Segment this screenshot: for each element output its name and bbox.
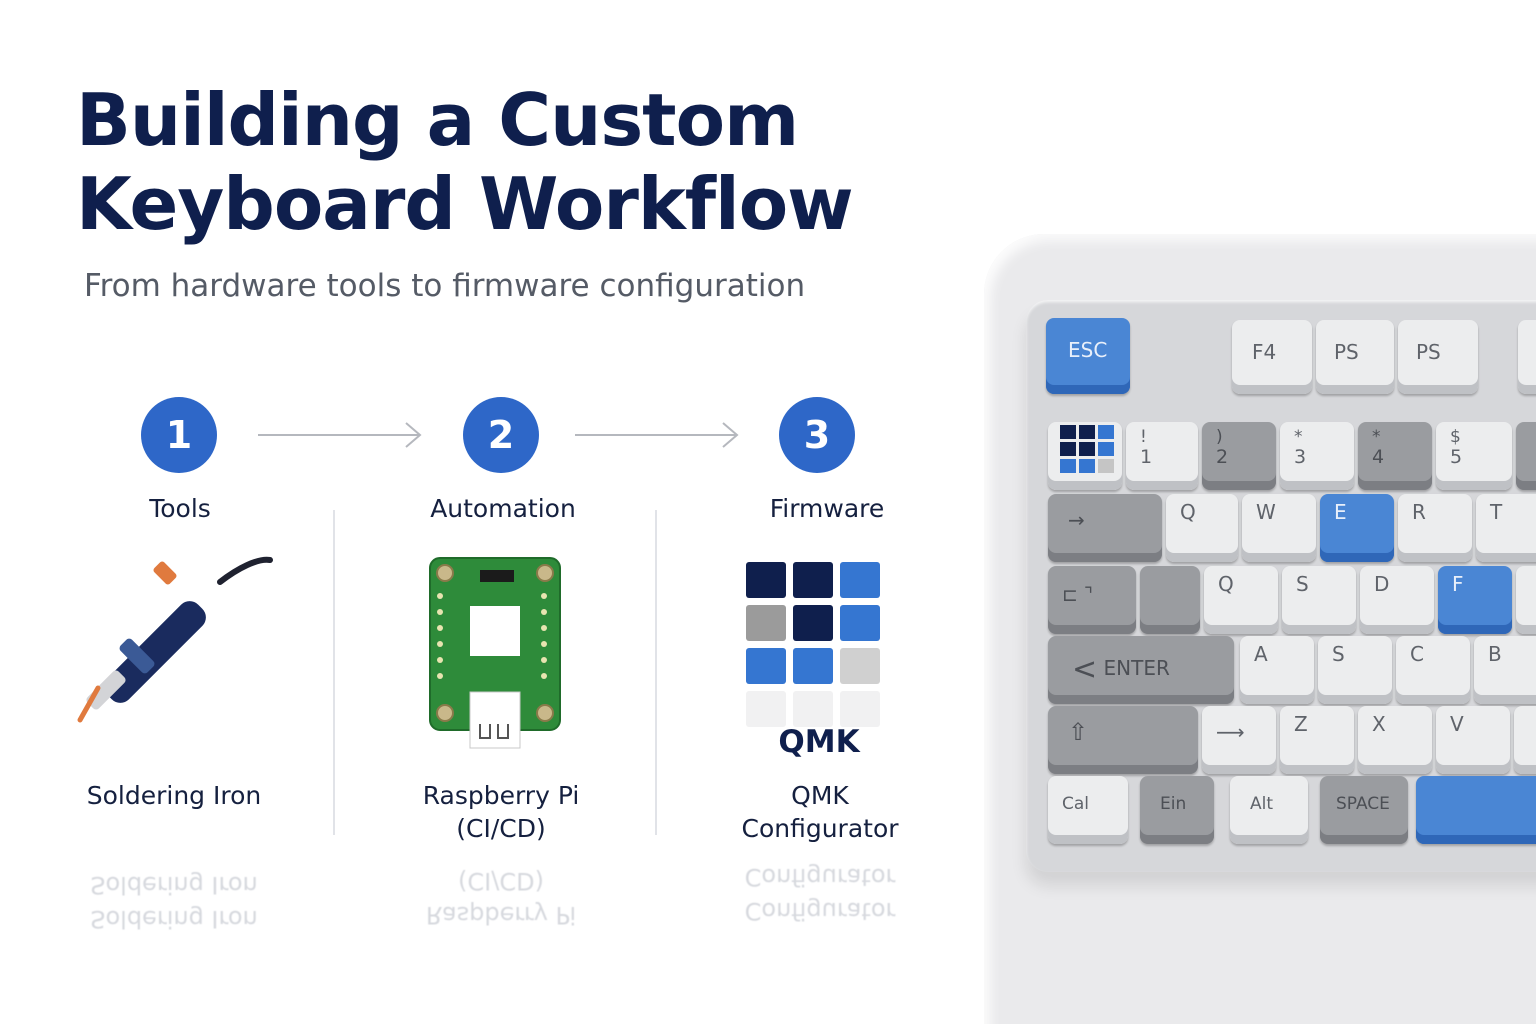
- key-s[interactable]: S: [1318, 636, 1392, 704]
- key-4[interactable]: * 4: [1358, 422, 1432, 490]
- key-r[interactable]: R: [1398, 494, 1472, 562]
- qmk-mini-icon: [1060, 425, 1114, 473]
- arrow-right-icon: ⟶: [1216, 720, 1245, 744]
- key-legend: 2: [1216, 446, 1229, 468]
- reflection-soldering-iron: Soldering Iron Soldering Iron: [44, 868, 304, 936]
- key-fn-extra[interactable]: [1518, 320, 1536, 394]
- reflection-line: Soldering Iron: [90, 905, 258, 933]
- key-shift-legend: *: [1372, 427, 1381, 447]
- key-w[interactable]: W: [1242, 494, 1316, 562]
- key-spacebar[interactable]: [1416, 776, 1536, 844]
- reflection-line: Configurator: [744, 897, 896, 925]
- key-ein[interactable]: Ein: [1140, 776, 1214, 844]
- key-s[interactable]: S: [1282, 566, 1356, 634]
- step-3-label: Firmware: [769, 494, 885, 523]
- key-legend: 5: [1450, 446, 1463, 468]
- item-label-line: QMK: [791, 781, 849, 810]
- key-tab[interactable]: →: [1048, 494, 1162, 562]
- key-d[interactable]: D: [1360, 566, 1434, 634]
- reflection-qmk-configurator: Configurator Configurator: [690, 860, 950, 928]
- key-6[interactable]: [1516, 422, 1536, 490]
- item-label-line: (CI/CD): [456, 814, 546, 843]
- step-2-label: Automation: [430, 494, 576, 523]
- key-q-alt[interactable]: Q: [1204, 566, 1278, 634]
- key-x[interactable]: X: [1358, 706, 1432, 774]
- page-title: Building a Custom Keyboard Workflow: [76, 78, 936, 246]
- key-5[interactable]: $ 5: [1436, 422, 1512, 490]
- item-label-line: Configurator: [741, 814, 899, 843]
- column-divider: [655, 510, 657, 835]
- key-arrow[interactable]: ⟶: [1202, 706, 1276, 774]
- title-line-1: Building a Custom: [76, 78, 799, 162]
- key-alt[interactable]: Alt: [1230, 776, 1308, 844]
- item-label-line: Soldering Iron: [86, 781, 262, 810]
- step-1-label: Tools: [149, 494, 211, 523]
- column-divider: [333, 510, 335, 835]
- key-shift-legend: *: [1294, 427, 1303, 447]
- key-q[interactable]: Q: [1166, 494, 1238, 562]
- step-3-badge: 3: [779, 397, 855, 473]
- key-e[interactable]: E: [1320, 494, 1394, 562]
- key-2[interactable]: ) 2: [1202, 422, 1276, 490]
- chevron-left-icon: <: [1072, 652, 1098, 687]
- key-enter[interactable]: < ENTER: [1048, 636, 1234, 704]
- key-caps[interactable]: ⊏ ⌝: [1048, 566, 1136, 634]
- reflection-line: Soldering Iron: [90, 871, 258, 899]
- title-line-2: Keyboard Workflow: [76, 162, 854, 246]
- reflection-line: (CI/CD): [458, 867, 544, 895]
- key-b2[interactable]: [1514, 706, 1536, 774]
- key-space[interactable]: SPACE: [1320, 776, 1408, 844]
- key-v[interactable]: V: [1436, 706, 1510, 774]
- item-label-qmk-configurator: QMK Configurator: [690, 779, 950, 845]
- item-label-soldering-iron: Soldering Iron: [44, 779, 304, 812]
- key-3[interactable]: * 3: [1280, 422, 1354, 490]
- key-a[interactable]: A: [1240, 636, 1314, 704]
- arrow-right-icon: [575, 422, 739, 448]
- key-t[interactable]: T: [1476, 494, 1536, 562]
- key-f4[interactable]: F4: [1232, 320, 1312, 394]
- key-legend: 3: [1294, 446, 1307, 468]
- key-cal[interactable]: Cal: [1048, 776, 1128, 844]
- key-shift-legend: !: [1140, 427, 1147, 447]
- key-ps[interactable]: PS: [1398, 320, 1478, 394]
- reflection-line: Configurator: [744, 863, 896, 891]
- key-shift-legend: ): [1216, 427, 1223, 447]
- step-2-badge: 2: [463, 397, 539, 473]
- key-legend: ⊏ ⌝: [1062, 584, 1093, 606]
- key-ps[interactable]: PS: [1316, 320, 1394, 394]
- key-esc[interactable]: ESC: [1046, 318, 1130, 394]
- key-b[interactable]: B: [1474, 636, 1536, 704]
- page-subtitle: From hardware tools to firmware configur…: [84, 268, 806, 304]
- key-g[interactable]: [1516, 566, 1536, 634]
- key-c[interactable]: C: [1396, 636, 1470, 704]
- arrow-up-icon: ⇧: [1068, 718, 1089, 746]
- item-label-raspberry-pi: Raspberry Pi (CI/CD): [371, 779, 631, 845]
- key-legend: 1: [1140, 446, 1153, 468]
- reflection-line: Raspberry Pi: [425, 901, 577, 929]
- raspberry-pi-board-icon: [429, 557, 561, 749]
- key-f[interactable]: F: [1438, 566, 1512, 634]
- key-1[interactable]: ! 1: [1126, 422, 1198, 490]
- key-z[interactable]: Z: [1280, 706, 1354, 774]
- key-shift-legend: $: [1450, 427, 1461, 447]
- qmk-logo-text: QMK: [778, 724, 860, 760]
- key-legend: 4: [1372, 446, 1385, 468]
- qmk-logo-icon: [746, 562, 880, 727]
- key-legend: ENTER: [1103, 656, 1170, 680]
- arrow-right-icon: [258, 422, 422, 448]
- item-label-line: Raspberry Pi: [422, 781, 580, 810]
- key-blank[interactable]: [1140, 566, 1200, 634]
- step-1-badge: 1: [141, 397, 217, 473]
- soldering-iron-icon: [77, 556, 273, 723]
- reflection-raspberry-pi: Raspberry Pi (CI/CD): [371, 864, 631, 932]
- key-shift[interactable]: ⇧: [1048, 706, 1198, 774]
